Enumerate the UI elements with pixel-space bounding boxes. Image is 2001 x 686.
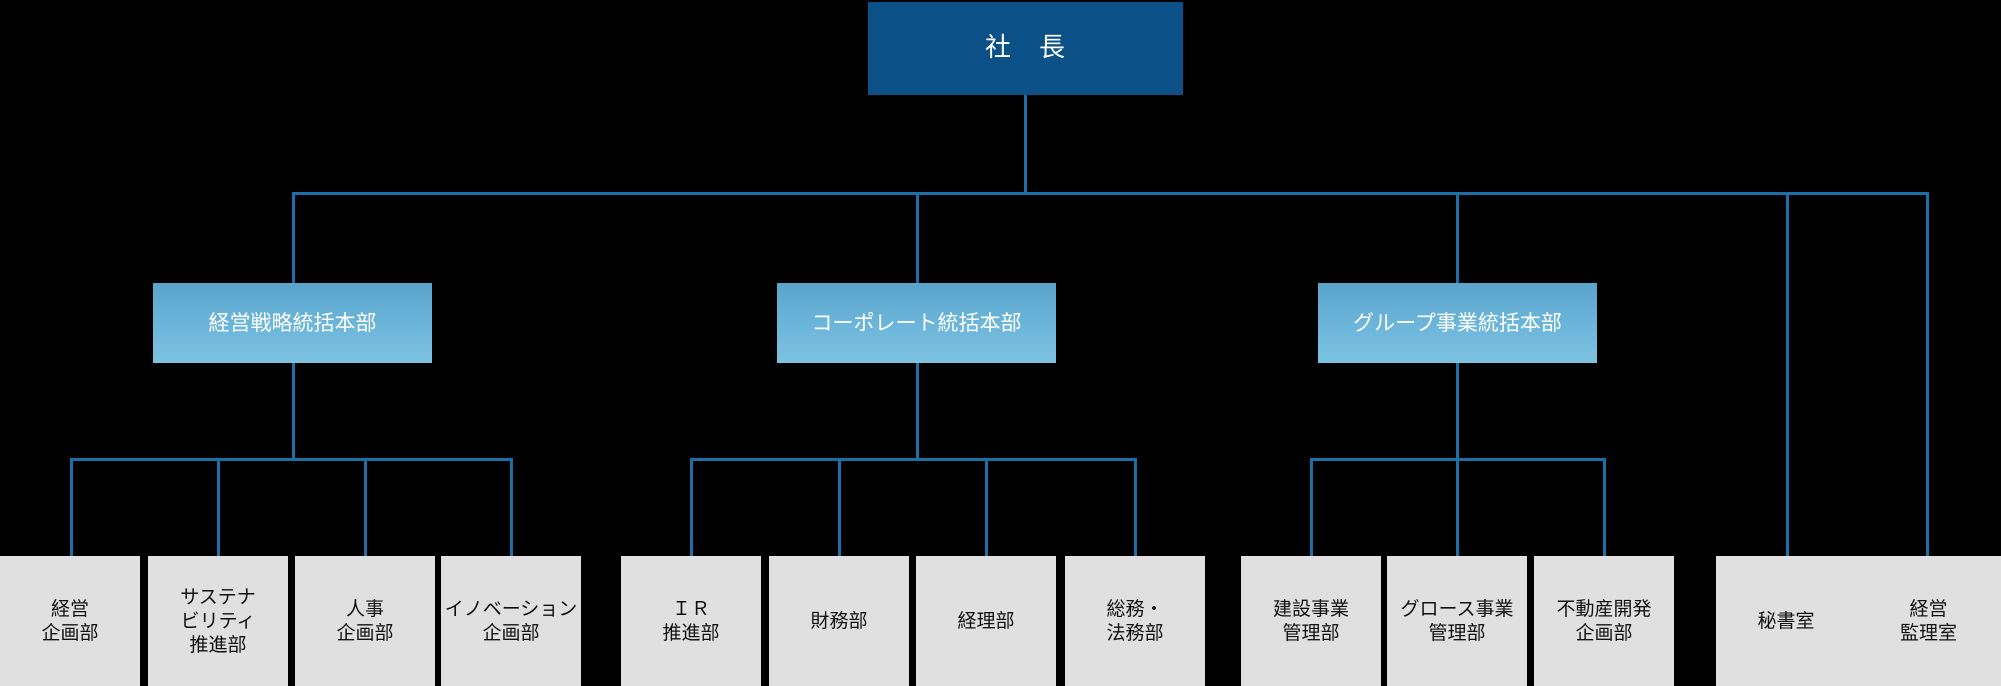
node-label-line: 経営 xyxy=(50,597,89,620)
node-label-line: サステナ xyxy=(180,585,256,608)
node-label-line: ＩＲ xyxy=(671,597,710,620)
connector-audit-office-drop xyxy=(1926,192,1929,558)
connector-division-drop-2 xyxy=(916,192,919,286)
connector-dept-drop-1 xyxy=(70,458,73,558)
node-label-line: 秘書室 xyxy=(1757,609,1815,632)
node-label: 建設事業管理部 xyxy=(1273,597,1349,646)
connector-dept-drop-9 xyxy=(1310,458,1313,558)
node-label-line: 経理部 xyxy=(957,609,1015,632)
connector-dept-drop-5 xyxy=(690,458,693,558)
node-label-line: 企画部 xyxy=(482,622,540,644)
connector-dept-drop-8 xyxy=(1134,458,1137,558)
connector-dept-drop-3 xyxy=(364,458,367,558)
node-label-line: 法務部 xyxy=(1106,622,1164,644)
node-dept-keiei-kanrishitsu[interactable]: 経営監理室 xyxy=(1856,556,2001,686)
connector-president-stem xyxy=(1024,95,1027,195)
connector-division1-stem xyxy=(292,363,295,461)
connector-main-bus xyxy=(292,192,1929,195)
node-label-line: 建設事業 xyxy=(1272,597,1349,620)
node-dept-innovation-kikaku[interactable]: イノベーション企画部 xyxy=(441,556,581,686)
node-label: 経営監理室 xyxy=(1900,597,1957,646)
connector-division-drop-3 xyxy=(1456,192,1459,286)
connector-dept-drop-2 xyxy=(217,458,220,558)
node-label-line: 財務部 xyxy=(810,609,868,632)
node-label-line: 管理部 xyxy=(1428,622,1486,644)
node-label-line: 経営 xyxy=(1909,597,1948,620)
connector-division-drop-1 xyxy=(292,192,295,286)
node-label: グロース事業管理部 xyxy=(1400,597,1513,646)
node-dept-hishoshitsu[interactable]: 秘書室 xyxy=(1716,556,1856,686)
node-dept-zaimu[interactable]: 財務部 xyxy=(769,556,909,686)
node-label: 人事企画部 xyxy=(336,597,393,646)
node-president[interactable]: 社 長 xyxy=(868,2,1183,95)
node-label: 財務部 xyxy=(810,609,867,633)
node-label-line: 総務・ xyxy=(1106,597,1164,620)
node-label-line: 不動産開発 xyxy=(1556,597,1652,620)
node-label-line: 企画部 xyxy=(41,622,99,644)
connector-division3-stem xyxy=(1456,363,1459,461)
node-division-group-business[interactable]: グループ事業統括本部 xyxy=(1318,283,1597,363)
node-dept-soumu-houmu[interactable]: 総務・法務部 xyxy=(1065,556,1205,686)
connector-dept-drop-10 xyxy=(1456,458,1459,558)
node-label-line: 推進部 xyxy=(662,622,720,644)
node-dept-keiri[interactable]: 経理部 xyxy=(916,556,1056,686)
node-label-line: 監理室 xyxy=(1899,622,1957,644)
connector-dept-drop-4 xyxy=(510,458,513,558)
node-division-corporate[interactable]: コーポレート統括本部 xyxy=(777,283,1056,363)
node-label-line: 人事 xyxy=(345,597,384,620)
node-dept-sustainability[interactable]: サステナビリティ推進部 xyxy=(148,556,288,686)
connector-dept-drop-6 xyxy=(838,458,841,558)
node-label: 秘書室 xyxy=(1757,609,1814,633)
connector-division2-bus xyxy=(690,458,1137,461)
node-dept-growth-kanri[interactable]: グロース事業管理部 xyxy=(1387,556,1527,686)
node-label-line: 企画部 xyxy=(336,622,394,644)
node-dept-keiei-kikaku[interactable]: 経営企画部 xyxy=(0,556,140,686)
node-label: 総務・法務部 xyxy=(1106,597,1163,646)
node-dept-fudosan-kaihatsu[interactable]: 不動産開発企画部 xyxy=(1534,556,1674,686)
node-label-line: ビリティ xyxy=(180,609,256,632)
node-label-line: グロース事業 xyxy=(1400,597,1514,620)
connector-division2-stem xyxy=(916,363,919,461)
node-dept-kensetsu-kanri[interactable]: 建設事業管理部 xyxy=(1241,556,1381,686)
connector-secretariat-drop xyxy=(1786,192,1789,558)
connector-dept-drop-7 xyxy=(985,458,988,558)
connector-division1-bus xyxy=(70,458,513,461)
node-dept-jinji-kikaku[interactable]: 人事企画部 xyxy=(295,556,435,686)
node-label: 経理部 xyxy=(957,609,1014,633)
node-label: サステナビリティ推進部 xyxy=(180,585,256,658)
connector-dept-drop-11 xyxy=(1603,458,1606,558)
node-label-line: イノベーション xyxy=(444,597,578,620)
node-label-line: 管理部 xyxy=(1282,622,1340,644)
node-label: 不動産開発企画部 xyxy=(1556,597,1651,646)
node-label: イノベーション企画部 xyxy=(445,597,578,646)
node-label-line: 推進部 xyxy=(189,634,247,657)
node-label: 経営企画部 xyxy=(41,597,98,646)
node-label-line: 企画部 xyxy=(1575,622,1633,644)
node-division-keiei-senryaku[interactable]: 経営戦略統括本部 xyxy=(153,283,432,363)
